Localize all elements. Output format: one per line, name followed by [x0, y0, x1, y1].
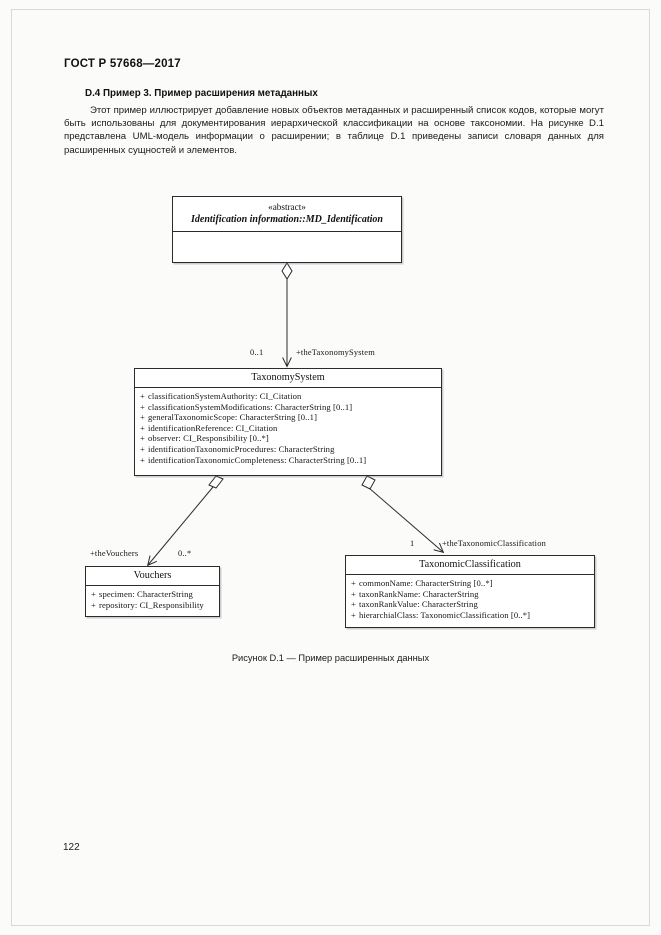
uml-attributes-md-identification	[173, 232, 401, 297]
aggregation-diamond-icon	[208, 475, 224, 489]
uml-attribute: +identificationTaxonomicProcedures: Char…	[140, 444, 439, 455]
uml-class-taxonomy-system[interactable]: TaxonomySystem +classificationSystemAuth…	[134, 368, 442, 476]
uml-class-title-vouchers: Vouchers	[86, 567, 219, 586]
association-taxonomy-system	[281, 262, 293, 368]
attribute-text: identificationTaxonomicProcedures: Chara…	[148, 443, 335, 454]
visibility-marker: +	[351, 578, 356, 588]
body-paragraph: Этот пример иллюстрирует добавление новы…	[64, 105, 604, 156]
attribute-text: repository: CI_Responsibility	[99, 599, 204, 610]
edge-multiplicity-taxonomic-classification: 1	[410, 539, 415, 548]
visibility-marker: +	[140, 412, 145, 423]
attribute-text: taxonRankValue: CharacterString	[359, 599, 478, 610]
uml-attribute: +hierarchialClass: TaxonomicClassificati…	[351, 610, 592, 621]
uml-attribute: +repository: CI_Responsibility	[91, 600, 217, 611]
attribute-text: generalTaxonomicScope: CharacterString […	[148, 412, 318, 423]
association-taxonomic-classification	[361, 475, 445, 554]
uml-attributes-vouchers: +specimen: CharacterString +repository: …	[86, 586, 219, 614]
association-vouchers	[146, 475, 224, 567]
visibility-marker: +	[140, 454, 145, 465]
uml-attribute: +identificationTaxonomicCompleteness: Ch…	[140, 455, 439, 466]
visibility-marker: +	[91, 599, 96, 610]
visibility-marker: +	[140, 401, 145, 412]
figure-caption: Рисунок D.1 — Пример расширенных данных	[231, 653, 430, 663]
edge-role-taxonomic-classification: +theTaxonomicClassification	[442, 539, 546, 548]
uml-stereotype-abstract: «abstract»	[268, 202, 306, 212]
section-heading: D.4 Пример 3. Пример расширения метаданн…	[85, 88, 318, 99]
attribute-text: taxonRankName: CharacterString	[359, 588, 479, 599]
aggregation-diamond-icon	[361, 475, 376, 490]
visibility-marker: +	[351, 599, 356, 610]
uml-class-title-md-identification: «abstract» Identification information::M…	[173, 197, 401, 232]
visibility-marker: +	[140, 422, 145, 433]
uml-class-md-identification[interactable]: «abstract» Identification information::M…	[172, 196, 402, 263]
uml-attributes-taxonomic-classification: +commonName: CharacterString [0..*] +tax…	[346, 575, 594, 624]
uml-attribute: +classificationSystemModifications: Char…	[140, 402, 439, 413]
attribute-text: commonName: CharacterString [0..*]	[359, 578, 493, 588]
standard-header: ГОСТ Р 57668—2017	[64, 58, 181, 70]
uml-attribute: +generalTaxonomicScope: CharacterString …	[140, 412, 439, 423]
visibility-marker: +	[91, 589, 96, 599]
attribute-text: specimen: CharacterString	[99, 589, 193, 599]
uml-attribute: +observer: CI_Responsibility [0..*]	[140, 433, 439, 444]
uml-class-title-taxonomy-system: TaxonomySystem	[135, 369, 441, 388]
uml-attribute: +taxonRankName: CharacterString	[351, 589, 592, 600]
uml-class-vouchers[interactable]: Vouchers +specimen: CharacterString +rep…	[85, 566, 220, 617]
attribute-text: classificationSystemModifications: Chara…	[148, 401, 353, 412]
uml-attribute: +identificationReference: CI_Citation	[140, 423, 439, 434]
uml-class-taxonomic-classification[interactable]: TaxonomicClassification +commonName: Cha…	[345, 555, 595, 628]
attribute-text: classificationSystemAuthority: CI_Citati…	[148, 391, 302, 401]
attribute-text: hierarchialClass: TaxonomicClassificatio…	[359, 609, 531, 620]
visibility-marker: +	[140, 391, 145, 401]
attribute-text: identificationTaxonomicCompleteness: Cha…	[148, 454, 367, 465]
visibility-marker: +	[351, 588, 356, 599]
uml-attribute: +taxonRankValue: CharacterString	[351, 599, 592, 610]
page-number: 122	[63, 842, 80, 853]
edge-multiplicity-vouchers: 0..*	[178, 549, 192, 558]
association-line	[368, 487, 445, 554]
attribute-text: identificationReference: CI_Citation	[148, 422, 278, 433]
association-line	[146, 486, 214, 567]
edge-role-taxonomy-system: +theTaxonomySystem	[296, 348, 375, 357]
uml-class-title-taxonomic-classification: TaxonomicClassification	[346, 556, 594, 575]
uml-attribute: +classificationSystemAuthority: CI_Citat…	[140, 391, 439, 402]
visibility-marker: +	[140, 443, 145, 454]
visibility-marker: +	[140, 433, 145, 444]
visibility-marker: +	[351, 609, 356, 620]
edge-multiplicity-taxonomy-system: 0..1	[250, 348, 264, 357]
uml-class-name: Identification information::MD_Identific…	[191, 213, 383, 225]
uml-attributes-taxonomy-system: +classificationSystemAuthority: CI_Citat…	[135, 388, 441, 469]
edge-role-vouchers: +theVouchers	[90, 549, 139, 558]
aggregation-diamond-icon	[281, 262, 293, 280]
attribute-text: observer: CI_Responsibility [0..*]	[148, 433, 269, 444]
uml-attribute: +specimen: CharacterString	[91, 589, 217, 600]
uml-attribute: +commonName: CharacterString [0..*]	[351, 578, 592, 589]
